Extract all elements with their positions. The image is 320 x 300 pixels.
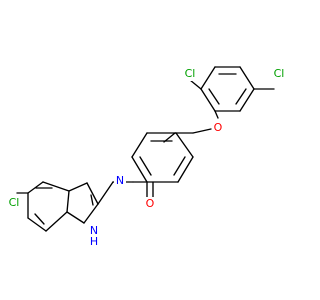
- oxygen-label: O: [146, 197, 155, 210]
- bond: [192, 128, 212, 134]
- bond: [90, 194, 94, 206]
- bond: [175, 132, 194, 158]
- bond: [173, 156, 186, 176]
- bond: [42, 181, 70, 192]
- bond: [27, 181, 44, 194]
- bond: [45, 211, 68, 232]
- atom-background: [144, 197, 156, 211]
- bond: [235, 88, 247, 105]
- bond: [66, 211, 85, 224]
- bond: [214, 110, 219, 119]
- bond: [200, 66, 216, 90]
- bond: [34, 213, 45, 225]
- atom-background: [212, 121, 224, 135]
- atom-background: [270, 67, 288, 81]
- bond: [97, 181, 114, 205]
- bond: [239, 66, 255, 90]
- chlorine-label: Cl: [274, 67, 285, 80]
- chlorine-label: Cl: [185, 67, 196, 80]
- atom-background: [88, 224, 100, 238]
- atom-background: [181, 67, 199, 81]
- nitrogen-label: N: [90, 224, 98, 237]
- hydrogen-label: H: [90, 235, 98, 248]
- atom-background: [5, 196, 23, 210]
- bond: [86, 182, 99, 205]
- bond: [27, 217, 47, 232]
- bond: [239, 88, 255, 112]
- bond: [66, 190, 70, 213]
- atom-label-layer: Cl Cl O O N N H Cl: [5, 67, 288, 248]
- bond: [131, 156, 148, 183]
- bond: [83, 203, 99, 224]
- chlorine-label: Cl: [9, 196, 20, 209]
- nitrogen-label: N: [116, 174, 124, 187]
- molecule-structure: Cl Cl O O N N H Cl: [5, 66, 288, 248]
- bond: [189, 79, 202, 90]
- bond-layer: [16, 66, 275, 232]
- bond: [177, 156, 194, 183]
- bond: [200, 88, 216, 112]
- bond: [68, 182, 88, 192]
- bond: [208, 88, 220, 105]
- atom-background: [114, 174, 126, 188]
- oxygen-label: O: [214, 121, 223, 134]
- molecule-canvas: Cl Cl O O N N H Cl: [5, 66, 288, 248]
- bond: [131, 132, 148, 158]
- bond: [139, 156, 152, 176]
